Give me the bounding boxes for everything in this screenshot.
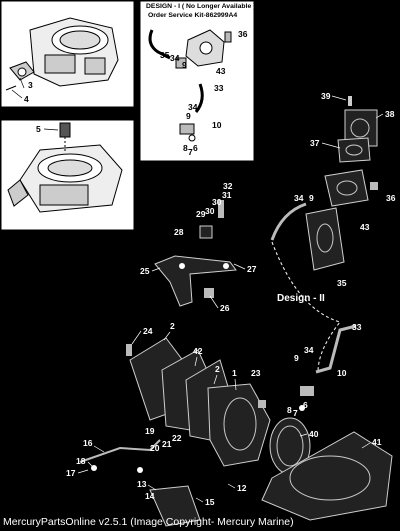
design-one-callout-8: 8 (183, 143, 188, 153)
callout-35: 35 (337, 278, 347, 288)
callout-17: 17 (66, 468, 76, 478)
callout-23: 23 (251, 368, 261, 378)
design-one-callout-35: 35 (160, 50, 170, 60)
callout-6: 6 (303, 400, 308, 410)
design-one-callout-34: 34 (170, 53, 180, 63)
callout-34-main: 34 (304, 345, 314, 355)
design-one-callout-43: 43 (216, 66, 226, 76)
callout-32: 32 (223, 181, 233, 191)
callout-36: 36 (386, 193, 396, 203)
callout-40: 40 (309, 429, 319, 439)
callout-42: 42 (193, 346, 203, 356)
callout-33: 33 (352, 322, 362, 332)
callout-37: 37 (310, 138, 320, 148)
throttle-body-drawing (5, 17, 119, 91)
callout-30b: 30 (205, 206, 215, 216)
callout-7: 7 (293, 408, 298, 418)
bracket-assembly (154, 200, 237, 307)
inset-panel-mid-left: 5 (0, 119, 135, 231)
callout-19: 19 (145, 426, 155, 436)
callout-43: 43 (360, 222, 370, 232)
callouts-main: 39 38 37 36 34 9 43 35 32 31 30 30 29 28… (66, 91, 396, 507)
callout-31: 31 (222, 190, 232, 200)
callout-15: 15 (205, 497, 215, 507)
callout-21: 21 (162, 439, 172, 449)
callout-22: 22 (172, 433, 182, 443)
design-one-kit-label: Order Service Kit-862999A4 (148, 12, 237, 19)
callout-16: 16 (83, 438, 93, 448)
callout-2a: 2 (170, 321, 175, 331)
design-one-callout-9: 9 (182, 60, 187, 70)
copyright-caption: MercuryPartsOnline v2.5.1 (Image Copyrig… (3, 516, 294, 528)
callout-26: 26 (220, 303, 230, 313)
callout-3: 3 (28, 80, 33, 90)
callout-20: 20 (150, 443, 160, 453)
design-one-callout-9b: 9 (186, 111, 191, 121)
callout-13: 13 (137, 479, 147, 489)
callout-24: 24 (143, 326, 153, 336)
design-one-callout-33: 33 (214, 83, 224, 93)
callout-34: 34 (294, 193, 304, 203)
callout-38: 38 (385, 109, 395, 119)
design-two-assembly (270, 96, 378, 374)
callout-39: 39 (321, 91, 331, 101)
callout-27: 27 (247, 264, 257, 274)
callout-29: 29 (196, 209, 206, 219)
design-one-callout-10: 10 (212, 120, 222, 130)
callout-9: 9 (309, 193, 314, 203)
inset-panel-design-one: DESIGN - I ( No Longer Available ) Order… (139, 0, 255, 162)
design-one-callout-6: 6 (193, 143, 198, 153)
callout-9-main: 9 (294, 353, 299, 363)
callout-18: 18 (76, 456, 86, 466)
design-two-label: Design - II (277, 293, 325, 304)
inset-panel-top-left: 3 4 (0, 0, 135, 108)
callout-4: 4 (24, 94, 29, 104)
callout-12: 12 (237, 483, 247, 493)
throttle-body-drawing-2 (7, 122, 123, 213)
callout-1: 1 (232, 368, 237, 378)
callout-30: 30 (212, 197, 222, 207)
callout-2b: 2 (215, 364, 220, 374)
design-one-title: DESIGN - I ( No Longer Available ) (146, 3, 255, 10)
callout-41: 41 (372, 437, 382, 447)
main-throttle-body (79, 337, 393, 527)
callout-10: 10 (337, 368, 347, 378)
callout-25: 25 (140, 266, 150, 276)
callout-8: 8 (287, 405, 292, 415)
callout-14: 14 (145, 491, 155, 501)
design-one-callout-7: 7 (188, 147, 193, 157)
design-one-callout-36: 36 (238, 29, 248, 39)
design-one-callout-34b: 34 (188, 102, 198, 112)
callout-5: 5 (36, 124, 41, 134)
callout-28: 28 (174, 227, 184, 237)
